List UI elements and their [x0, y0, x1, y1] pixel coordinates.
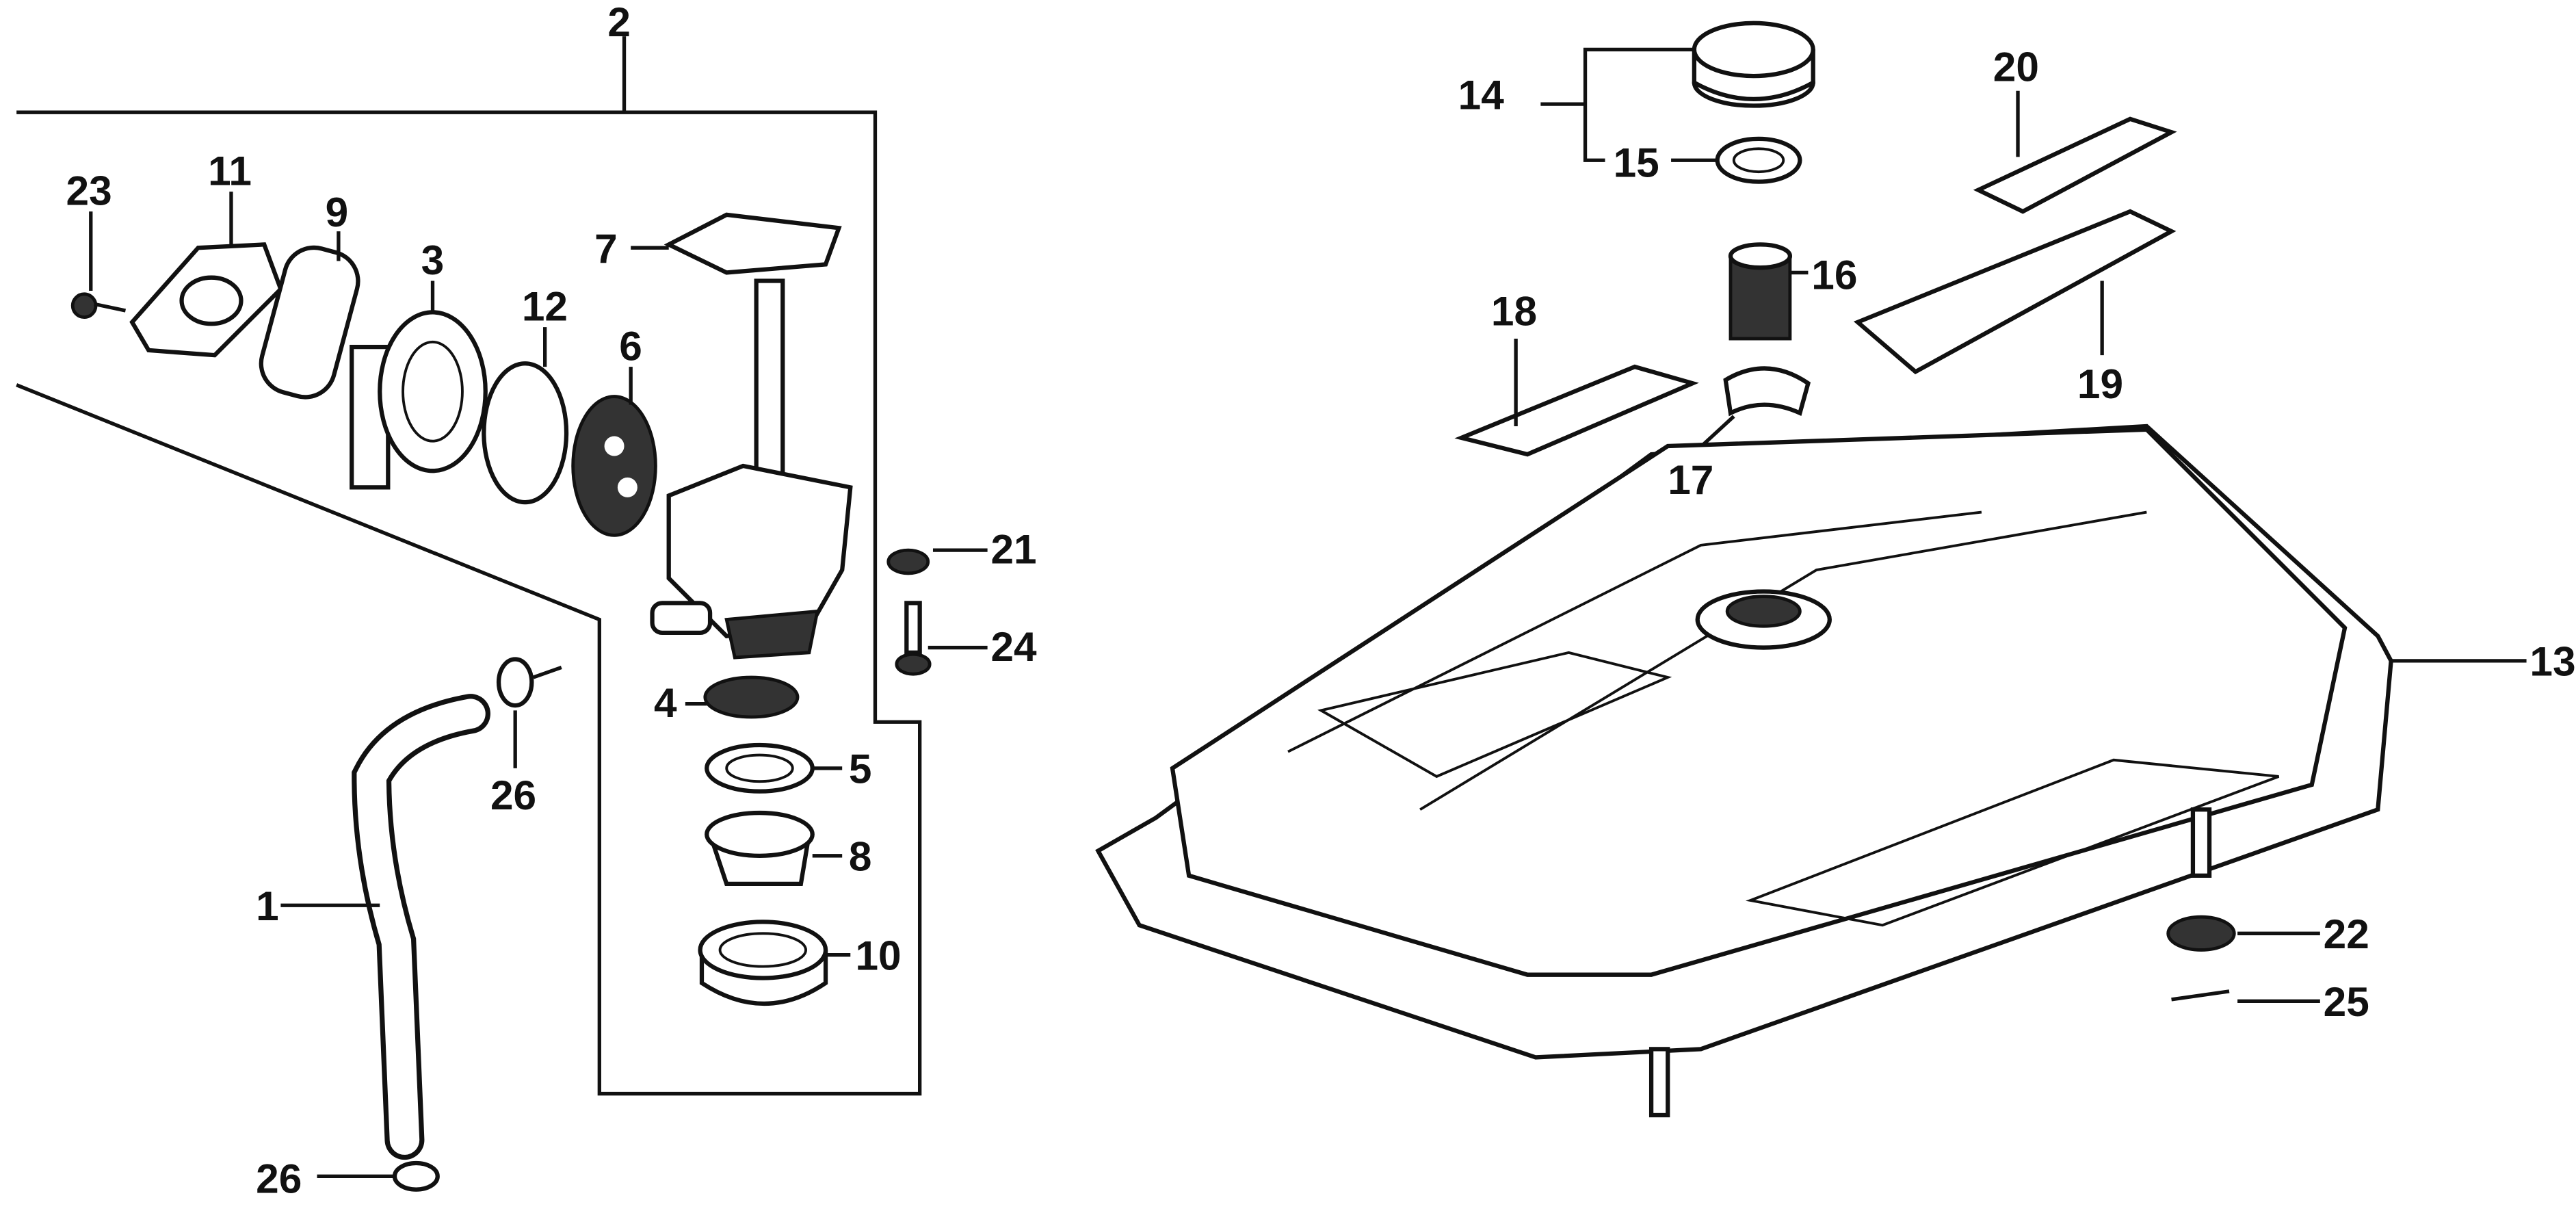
- callout-26-upper: 26: [490, 772, 536, 818]
- washer-21: [886, 548, 988, 575]
- gasket-plate-11: [129, 192, 284, 358]
- callout-5: 5: [849, 746, 872, 792]
- callout-13: 13: [2529, 638, 2575, 685]
- callout-3: 3: [421, 237, 445, 283]
- callout-17: 17: [1668, 456, 1713, 503]
- assembly-2-outline: [16, 36, 922, 1096]
- clip-26-lower: [317, 1160, 440, 1192]
- callout-21: 21: [990, 525, 1036, 572]
- callout-11: 11: [208, 147, 252, 194]
- callout-6: 6: [619, 322, 642, 369]
- callout-2: 2: [607, 0, 631, 45]
- callout-26-lower: 26: [256, 1155, 302, 1201]
- cap-gasket-15: [1671, 136, 1802, 184]
- callout-16: 16: [1811, 252, 1857, 298]
- callout-24: 24: [990, 623, 1037, 670]
- callout-4: 4: [654, 679, 677, 726]
- callout-7: 7: [594, 225, 618, 272]
- fuel-valve-body: [650, 278, 853, 660]
- oring-9: [259, 231, 360, 400]
- fuel-tank-13: [1095, 424, 2527, 1118]
- bolt-23: [70, 211, 127, 320]
- oring-5: [705, 742, 843, 794]
- callout-18: 18: [1491, 288, 1537, 335]
- pad-20: [1973, 90, 2177, 214]
- ring-nut-10: [698, 920, 851, 1006]
- pin-25: [2171, 989, 2320, 1003]
- callout-9: 9: [326, 189, 349, 235]
- washer-22: [2166, 915, 2320, 952]
- fuel-cup-8: [705, 810, 843, 887]
- fuel-tube-1: [280, 694, 490, 1160]
- callout-10: 10: [856, 932, 902, 978]
- clamp-17: [1691, 366, 1811, 456]
- callout-labels: 2 23 11 9 3 12 6 7 21 24 4 5 8 10 26 1 2…: [66, 0, 2576, 1201]
- callout-22: 22: [2324, 911, 2369, 957]
- packing-6: [571, 367, 657, 537]
- filter-4: [685, 675, 800, 719]
- callout-15: 15: [1614, 139, 1659, 185]
- callout-1: 1: [256, 883, 279, 929]
- callout-8: 8: [849, 833, 872, 880]
- pad-19: [1853, 209, 2177, 375]
- callout-19: 19: [2077, 361, 2123, 407]
- gasket-7: [631, 212, 842, 275]
- pad-18: [1454, 339, 1699, 457]
- filler-cap-14: [1540, 21, 1815, 162]
- bolt-24: [895, 601, 988, 676]
- callout-23: 23: [66, 167, 112, 213]
- callout-25: 25: [2324, 978, 2369, 1025]
- callout-14: 14: [1458, 71, 1505, 118]
- strainer-16: [1728, 242, 1809, 341]
- callout-20: 20: [1993, 43, 2039, 90]
- callout-12: 12: [522, 283, 568, 329]
- clip-26-upper: [496, 657, 562, 768]
- lever-3: [350, 281, 488, 490]
- oring-12: [482, 327, 569, 505]
